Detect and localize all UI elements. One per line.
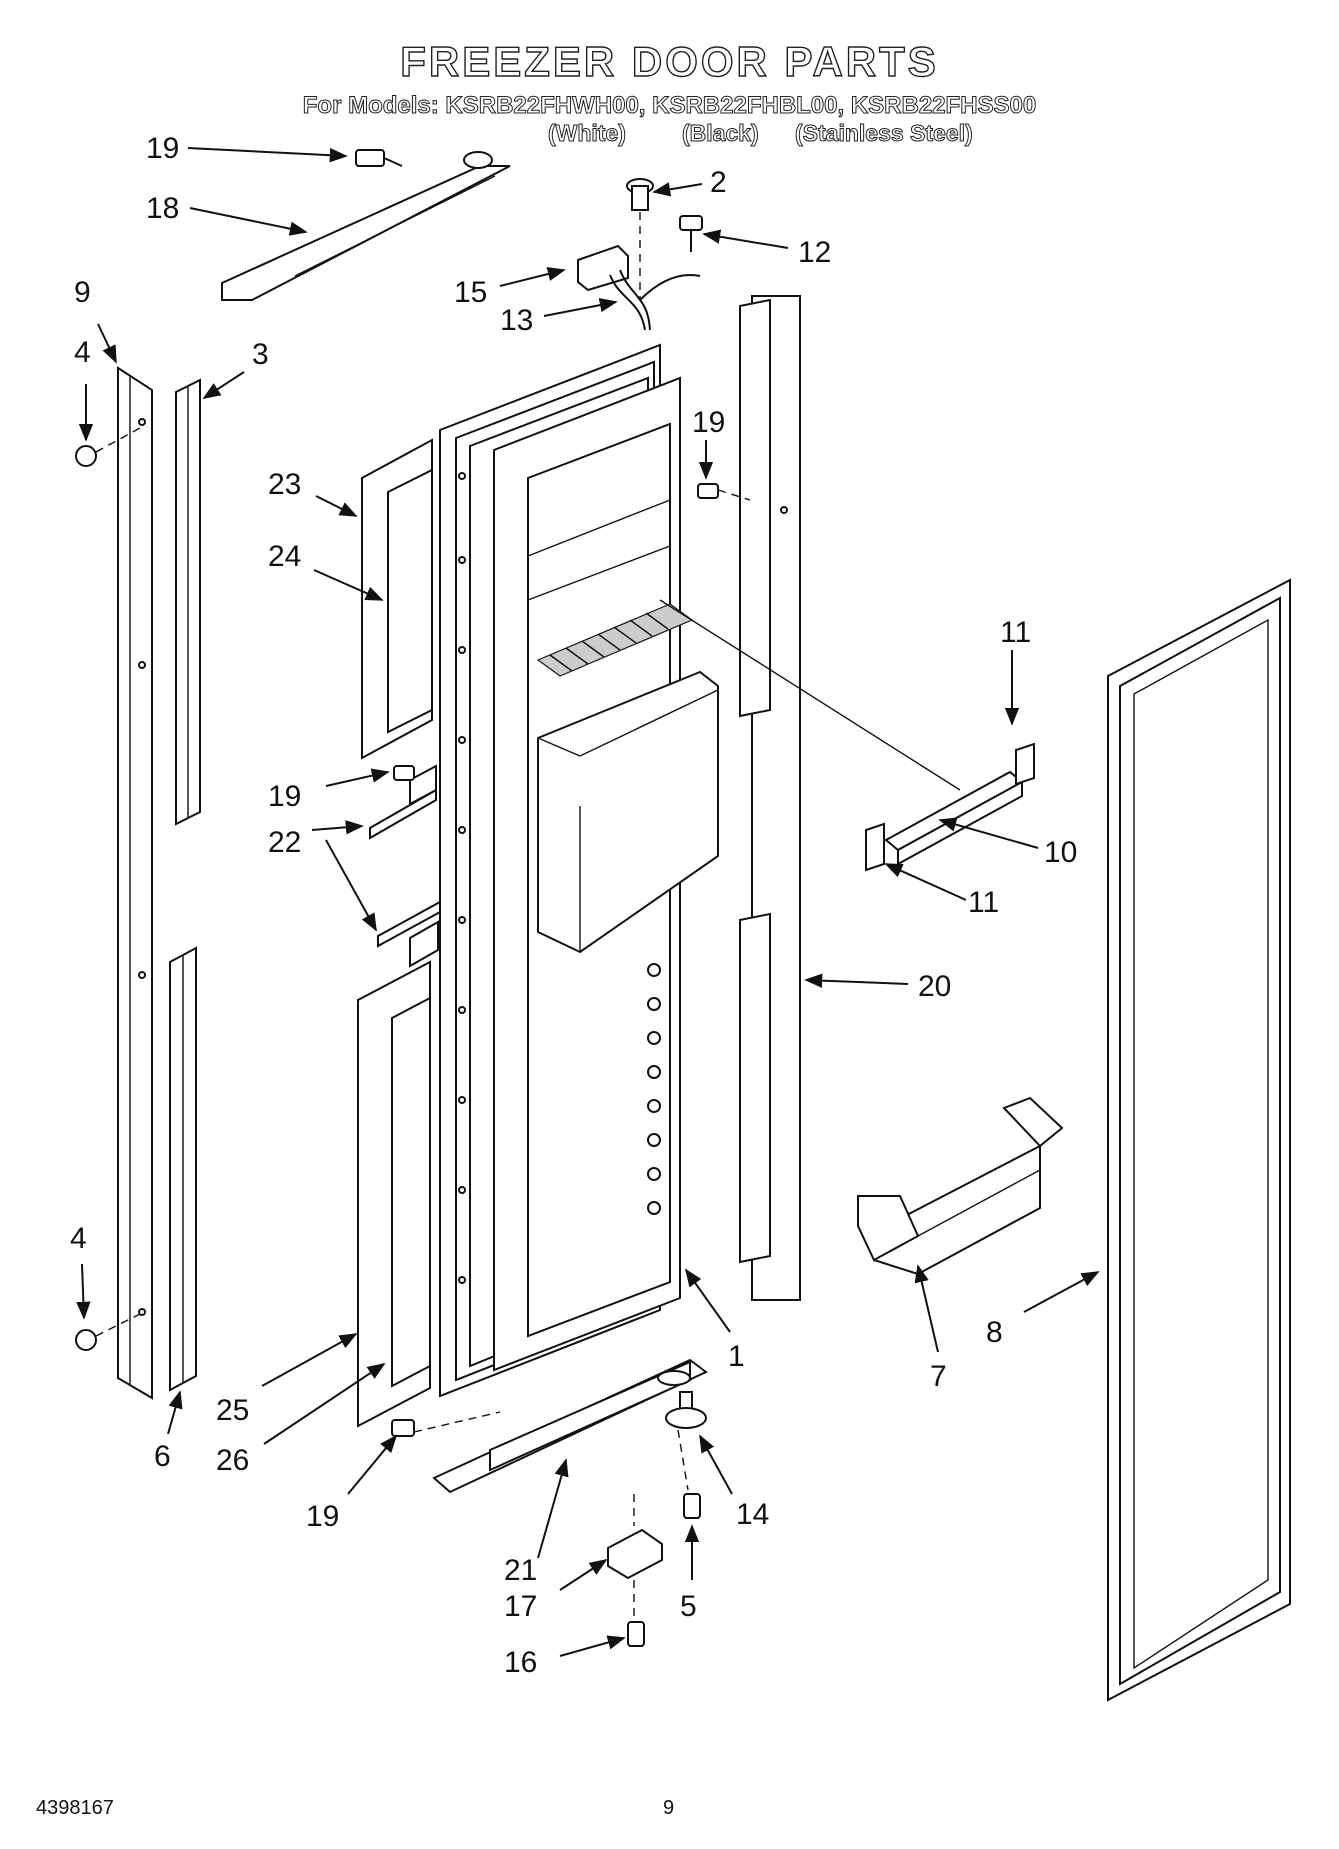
callout-6: 6	[154, 1440, 171, 1473]
bottom-hinge-part-21	[432, 1358, 708, 1494]
callout-15: 15	[454, 276, 487, 309]
callout-1: 1	[728, 1340, 745, 1373]
trim-part-3	[175, 378, 201, 826]
callout-11-upper: 11	[1000, 616, 1031, 649]
block-part-17	[607, 1494, 663, 1620]
bracket-part-22-lower	[377, 900, 441, 968]
callout-labels: 19 18 2 12 15 13 9 4 3 19 23 24 11 19 22…	[70, 132, 1077, 1679]
screw-part-19-bottom	[391, 1411, 501, 1437]
bracket-part-22-upper	[369, 764, 437, 840]
plug-part-2	[626, 178, 654, 300]
callout-25: 25	[216, 1394, 249, 1427]
side-trim-part-9	[117, 366, 153, 1400]
callout-12: 12	[798, 236, 831, 269]
callout-22: 22	[268, 826, 301, 859]
callout-9: 9	[74, 276, 91, 309]
callout-19-top: 19	[146, 132, 179, 165]
screw-part-4-upper	[75, 427, 141, 467]
screw-part-19-top	[355, 149, 403, 167]
callout-19-right: 19	[692, 406, 725, 439]
variant-stainless: (Stainless Steel)	[795, 120, 974, 147]
callout-4-upper: 4	[74, 336, 91, 369]
trim-part-6	[169, 946, 197, 1392]
door-gasket-part-8	[1107, 578, 1291, 1702]
callout-20: 20	[918, 970, 951, 1003]
screw-part-16	[627, 1621, 645, 1647]
callout-16: 16	[504, 1646, 537, 1679]
upper-panel-parts-23-24	[361, 438, 433, 760]
clip-part-11-upper	[1015, 742, 1035, 786]
callout-10: 10	[1044, 836, 1077, 869]
callout-13: 13	[500, 304, 533, 337]
callout-2: 2	[710, 166, 727, 199]
top-trim-part-18	[221, 151, 511, 301]
clip-part-11-lower	[865, 822, 885, 872]
lower-panel-parts-25-26	[357, 960, 431, 1428]
variant-white: (White)	[548, 120, 627, 147]
screw-part-19-right	[697, 483, 751, 501]
callout-8: 8	[986, 1316, 1003, 1349]
screw-part-5	[683, 1493, 701, 1519]
side-trim-part-20	[739, 295, 801, 1301]
callout-5: 5	[680, 1590, 697, 1623]
callout-23: 23	[268, 468, 301, 501]
screw-part-19-left	[393, 765, 415, 781]
callout-7: 7	[930, 1360, 947, 1393]
connector-part-15	[577, 244, 629, 292]
model-numbers: For Models: KSRB22FHWH00, KSRB22FHBL00, …	[302, 92, 1037, 120]
handle-part-7	[857, 1096, 1064, 1276]
callout-26: 26	[216, 1444, 249, 1477]
callout-11-lower: 11	[968, 886, 999, 919]
callout-17: 17	[504, 1590, 537, 1623]
callout-21: 21	[504, 1554, 537, 1587]
callout-19-left: 19	[268, 780, 301, 813]
screw-part-12	[679, 215, 703, 252]
callout-18: 18	[146, 192, 179, 225]
callout-4-lower: 4	[70, 1222, 87, 1255]
leader-lines	[76, 147, 1100, 1657]
document-number: 4398167	[36, 1797, 114, 1819]
door-liner-part-1	[439, 343, 719, 1398]
screw-part-4-lower	[75, 1313, 141, 1351]
variant-black: (Black)	[682, 120, 760, 147]
page-title: FREEZER DOOR PARTS	[400, 37, 939, 85]
hinge-pin-part-14	[665, 1391, 707, 1491]
callout-3: 3	[252, 338, 269, 371]
rail-part-10	[659, 599, 1024, 866]
callout-19-bottom: 19	[306, 1500, 339, 1533]
wire-harness-part-13	[609, 269, 701, 331]
page-number: 9	[663, 1797, 675, 1819]
callout-14: 14	[736, 1498, 769, 1531]
callout-24: 24	[268, 540, 301, 573]
